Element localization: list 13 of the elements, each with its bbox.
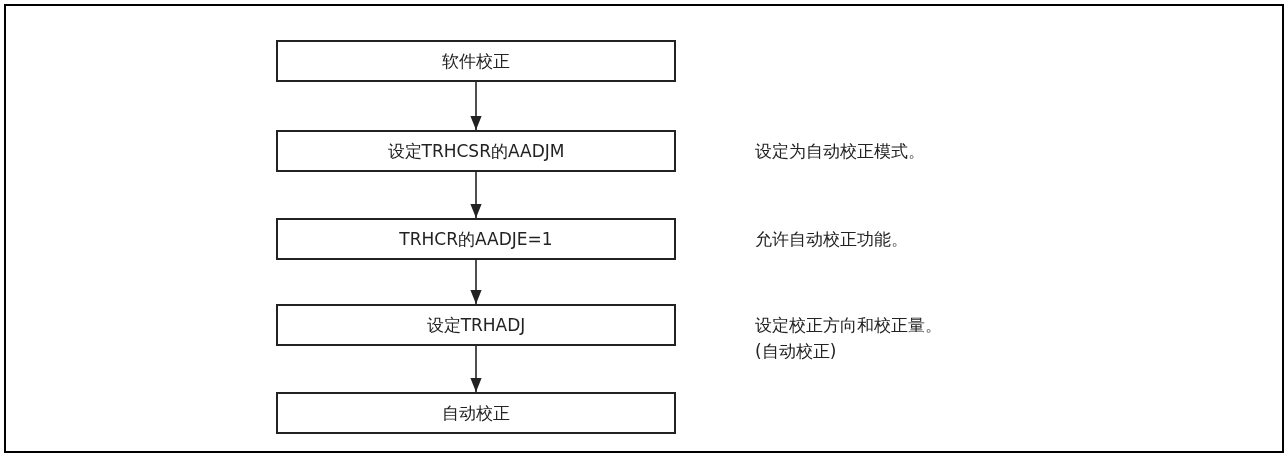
arrow (470, 81, 482, 131)
arrow (470, 345, 482, 393)
arrow (470, 171, 482, 219)
note-text: 设定校正方向和校正量。 (755, 314, 942, 337)
process-box: TRHCR的AADJE=1 (276, 218, 676, 260)
process-box: 软件校正 (276, 40, 676, 82)
note-text: 设定为自动校正模式。 (755, 140, 925, 163)
arrow (470, 259, 482, 305)
process-box: 设定TRHCSR的AADJM (276, 130, 676, 172)
note-text: (自动校正) (755, 340, 837, 363)
process-box: 自动校正 (276, 392, 676, 434)
note-text: 允许自动校正功能。 (755, 228, 908, 251)
process-box: 设定TRHADJ (276, 304, 676, 346)
